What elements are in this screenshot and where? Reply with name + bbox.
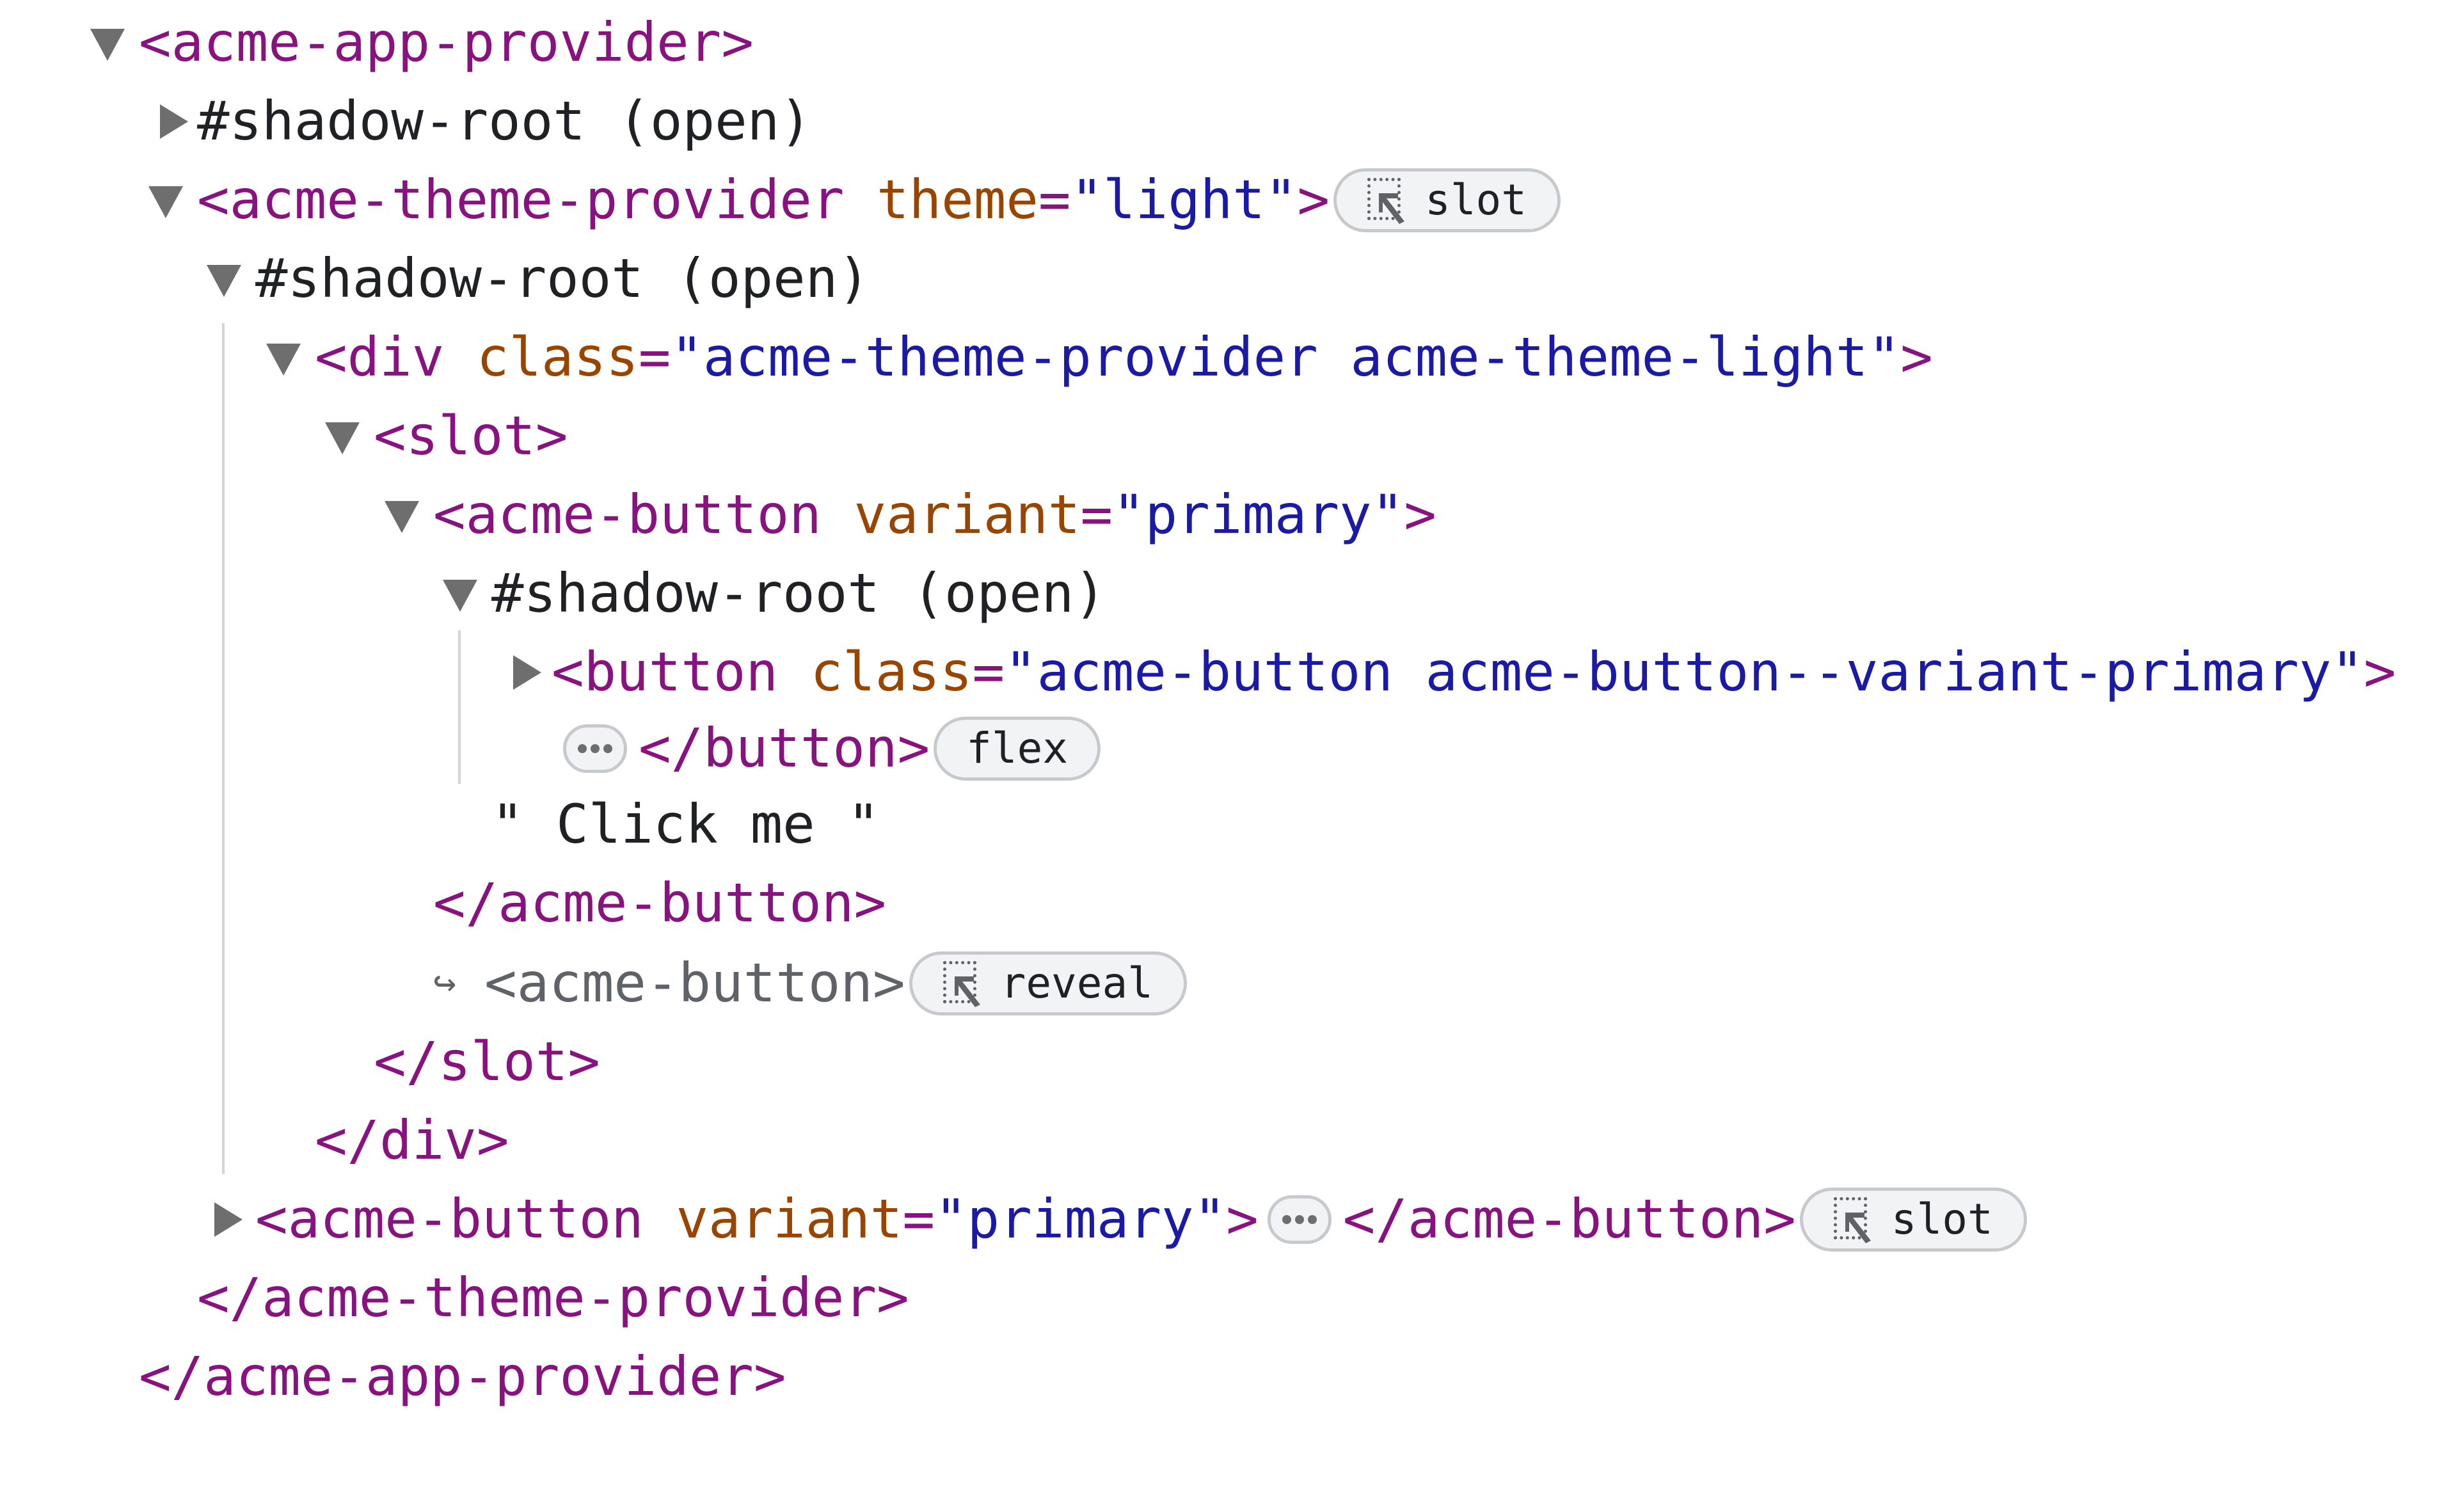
node-div-open[interactable]: <div class="acme-theme-provider acme-the… [266,318,1933,397]
tag-close-bracket: > [1404,483,1436,546]
slot-badge-label: slot [1425,175,1527,225]
node-slot-close[interactable]: </slot> [374,1023,600,1101]
closing-tag: </div> [315,1109,509,1172]
attribute-equals: = [1038,168,1071,231]
attribute-equals: = [902,1188,935,1250]
tag-open-bracket: < [374,404,406,467]
closing-tag: </button> [639,717,930,779]
node-slot-open[interactable]: <slot> [325,397,568,475]
reveal-badge-label: reveal [1000,959,1153,1008]
node-shadow-root-button[interactable]: #shadow-root (open) [443,554,1106,633]
attribute-value: "primary" [1113,483,1404,546]
node-div-close[interactable]: </div> [315,1101,509,1180]
attribute-equals: = [1080,483,1113,546]
reveal-slot-icon [1833,1197,1873,1243]
reveal-slot-icon [942,960,983,1007]
tag-close-bracket: > [535,404,568,467]
node-acme-theme-provider-open[interactable]: <acme-theme-provider theme="light"> slot [148,161,1561,239]
slot-badge[interactable]: slot [1799,1187,2027,1252]
ellipsis-icon[interactable] [563,724,627,773]
flex-badge-label: flex [966,724,1069,773]
tag-open-bracket: < [197,168,230,231]
triangle-right-icon[interactable] [513,655,541,690]
slot-badge-label: slot [1891,1195,1993,1244]
closing-tag: </slot> [374,1030,601,1093]
triangle-right-icon[interactable] [160,104,188,139]
node-acme-button-collapsed[interactable]: <acme-button variant="primary"> </acme-b… [214,1180,2027,1259]
ellipsis-icon[interactable] [1267,1195,1332,1244]
tag-open-bracket: < [315,326,347,388]
flex-badge[interactable]: flex [934,716,1101,781]
node-shadow-root-app[interactable]: #shadow-root (open) [160,82,812,161]
tag-close-bracket: > [2364,641,2396,703]
tag-name: acme-app-provider [171,11,722,74]
tag-close-bracket: > [721,11,754,74]
tag-close-bracket: > [1226,1188,1259,1250]
tag-name: acme-button [287,1188,644,1250]
tag-open-bracket: < [552,641,584,703]
closing-tag: </acme-button> [1342,1188,1796,1250]
reveal-slot-icon [1367,177,1407,224]
tag-name: acme-theme-provider [229,168,845,231]
triangle-down-icon[interactable] [207,265,241,297]
closing-tag: </acme-button> [433,871,887,934]
tag-open-bracket: < [139,11,171,74]
tag-open-bracket: < [433,483,466,546]
node-acme-theme-provider-close[interactable]: </acme-theme-provider> [197,1259,909,1337]
text-node-content: " Click me " [491,793,880,855]
reveal-badge[interactable]: reveal [909,951,1187,1015]
triangle-down-icon[interactable] [90,29,125,61]
attribute-name: class [476,326,639,388]
triangle-right-icon[interactable] [214,1202,243,1237]
tag-name: acme-button [465,483,822,546]
indent-guide-theme-shadow-root [222,323,225,1174]
node-acme-app-provider-open[interactable]: <acme-app-provider> [90,3,754,82]
node-shadow-root-theme[interactable]: #shadow-root (open) [207,239,870,318]
shadow-root-label: #shadow-root (open) [255,247,870,310]
attribute-name: theme [877,168,1038,231]
tag-name: div [347,326,445,388]
shadow-root-label: #shadow-root (open) [197,90,812,152]
triangle-down-icon[interactable] [148,186,183,218]
attribute-value: "primary" [935,1188,1227,1250]
node-acme-app-provider-close[interactable]: </acme-app-provider> [139,1337,786,1416]
node-acme-button-close[interactable]: </acme-button> [433,864,886,943]
shadow-root-label: #shadow-root (open) [491,562,1106,625]
attribute-name: class [810,641,973,703]
attribute-name: variant [854,483,1081,546]
tag-close-bracket: > [1297,168,1330,231]
tag-name: slot [406,404,536,467]
tag-close-bracket: > [1900,326,1933,388]
tag-open-bracket: < [255,1188,288,1250]
attribute-name: variant [676,1188,903,1250]
node-button-open[interactable]: <button class="acme-button acme-button--… [513,633,2396,712]
triangle-down-icon[interactable] [325,422,360,454]
return-arrow-icon: ↪ [433,960,457,1005]
tag-name: button [584,641,779,703]
triangle-down-icon[interactable] [266,344,301,376]
attribute-equals: = [638,326,671,388]
triangle-down-icon[interactable] [443,580,477,612]
closing-tag: </acme-app-provider> [139,1345,786,1408]
indent-guide-button-shadow-root [458,630,461,784]
triangle-down-icon[interactable] [385,501,419,533]
slotted-node-label: <acme-button> [484,951,905,1014]
slotted-acme-button-link[interactable]: ↪ <acme-button> reveal [433,944,1187,1023]
closing-tag: </acme-theme-provider> [197,1266,909,1329]
attribute-equals: = [972,641,1005,703]
attribute-value: "acme-theme-provider acme-theme-light" [671,326,1901,388]
node-button-close[interactable]: </button> flex [563,709,1101,788]
slot-badge[interactable]: slot [1333,168,1561,232]
attribute-value: "light" [1070,168,1298,231]
text-node-click-me[interactable]: " Click me " [491,785,880,864]
attribute-value: "acme-button acme-button--variant-primar… [1005,641,2364,703]
node-acme-button-open[interactable]: <acme-button variant="primary"> [385,475,1436,554]
